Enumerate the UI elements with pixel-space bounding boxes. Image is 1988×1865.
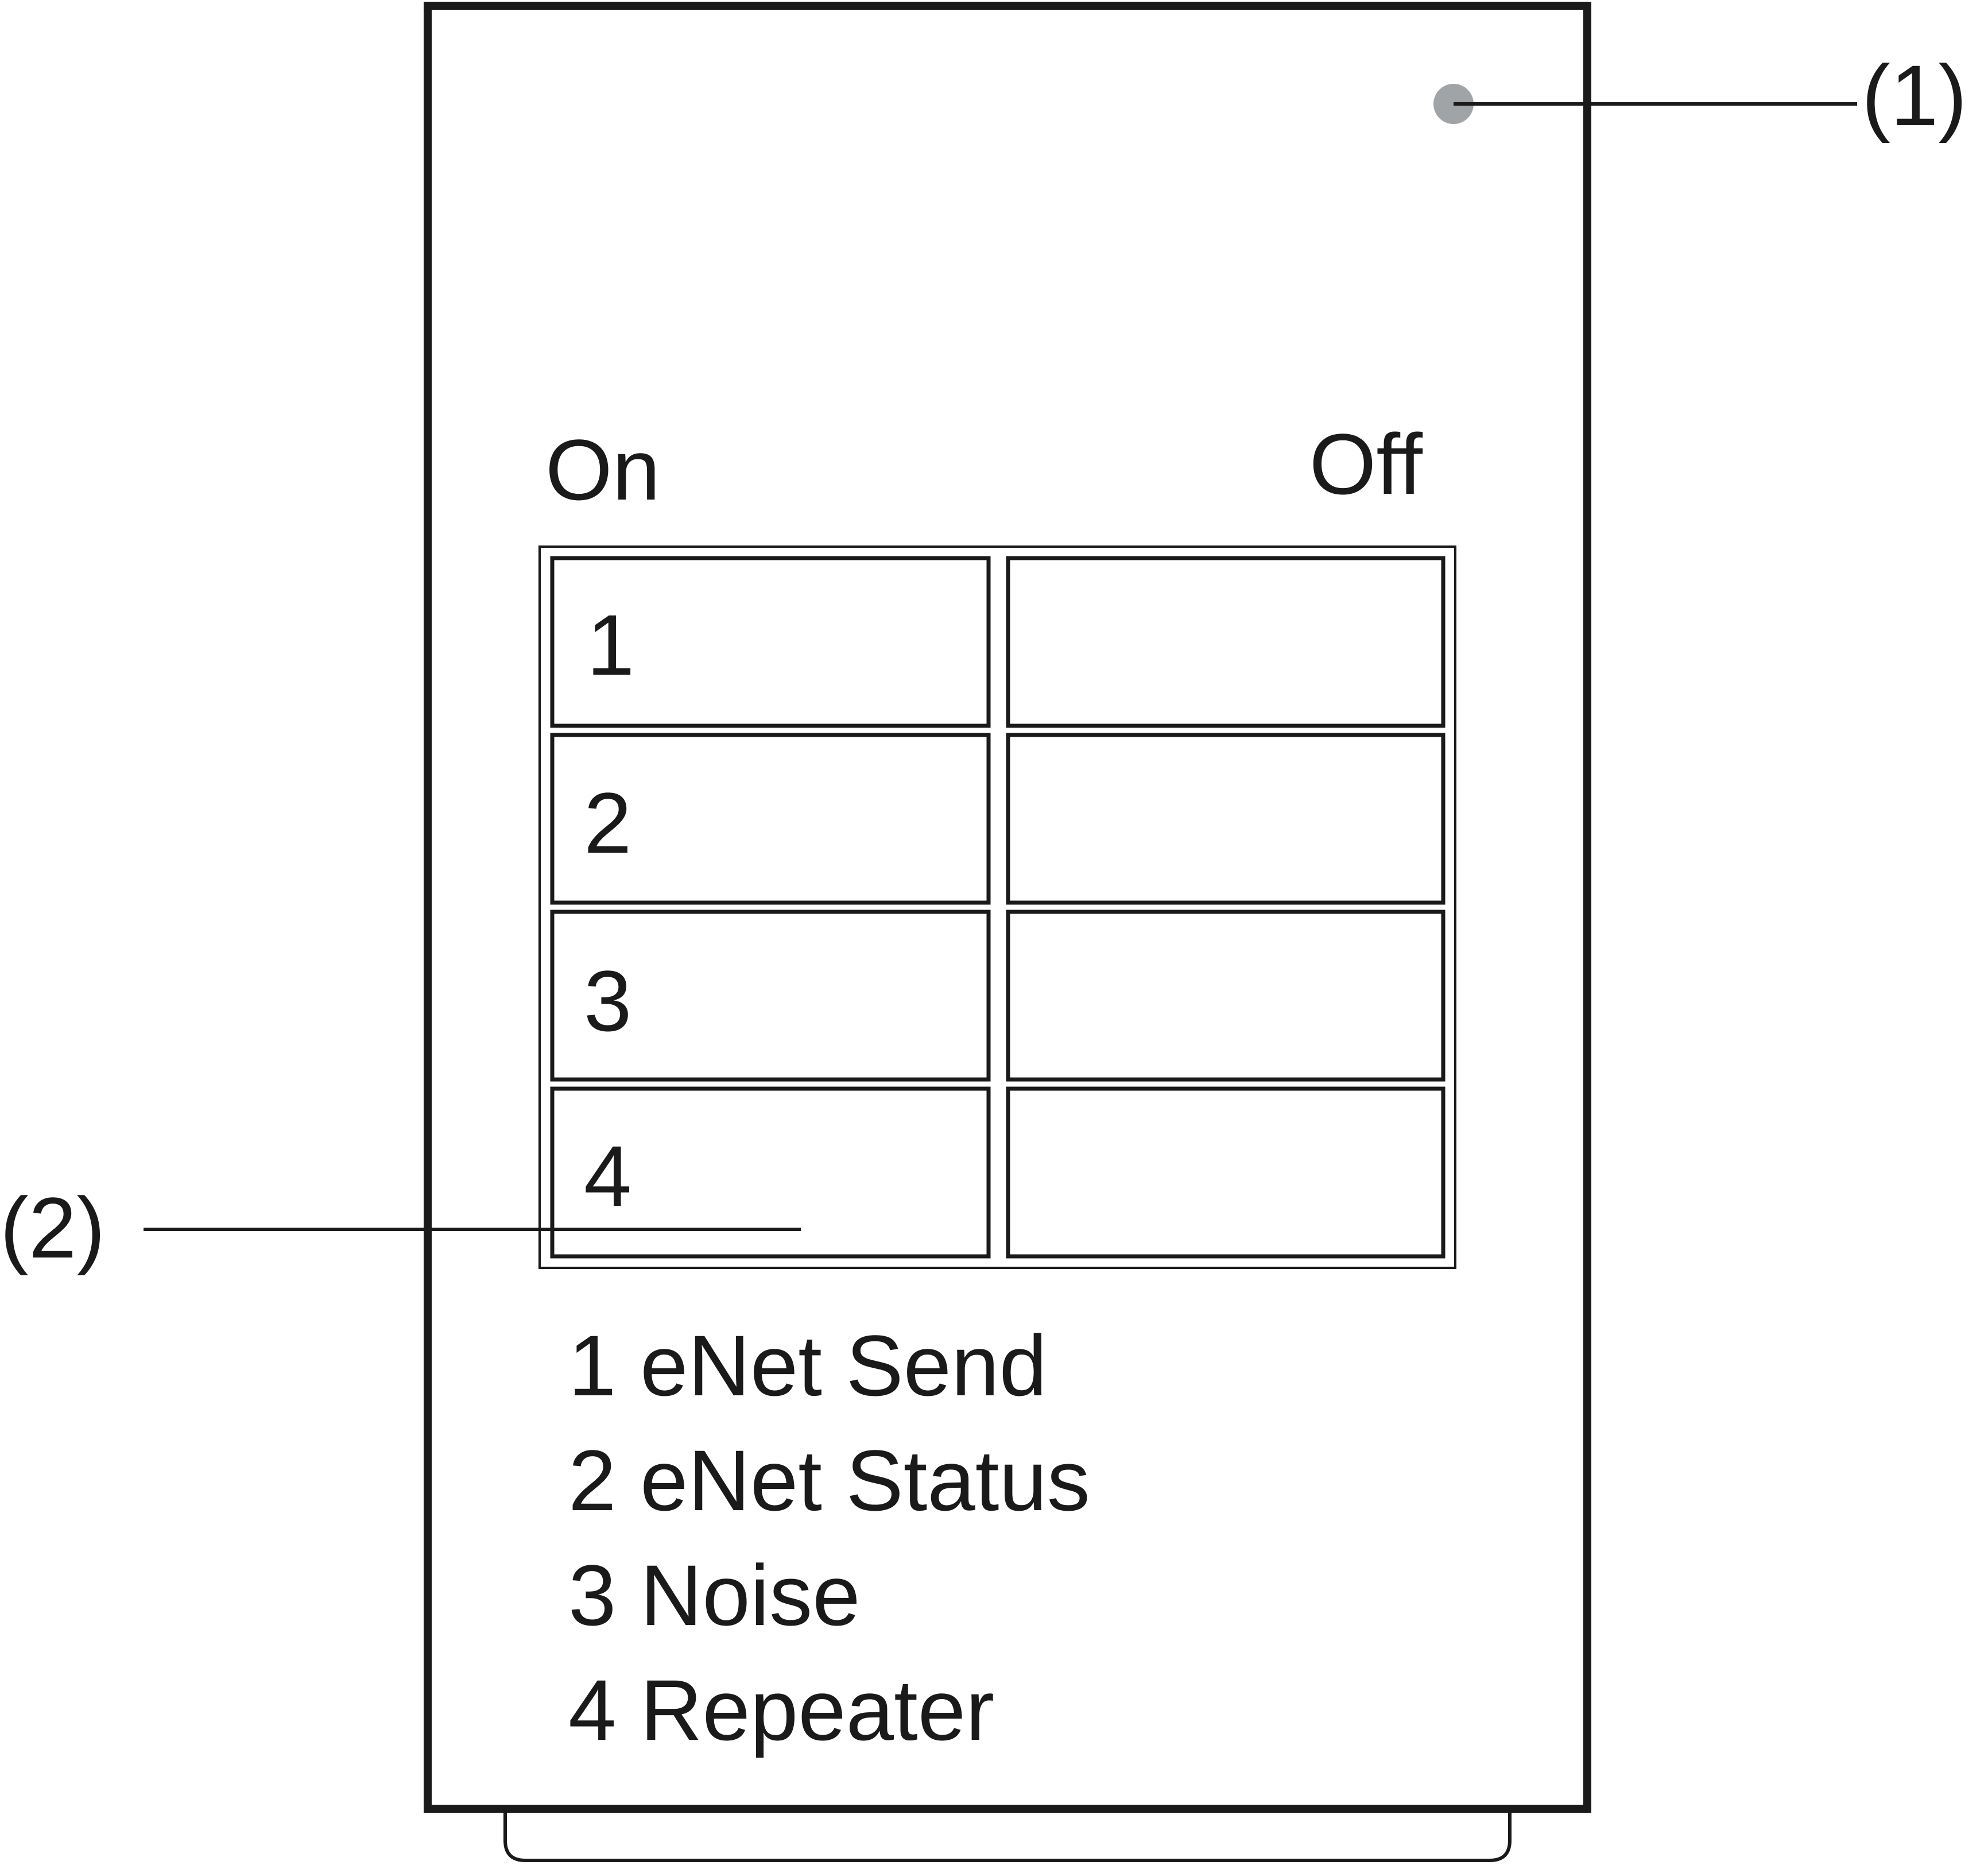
switch-3-off-cell: [1006, 910, 1446, 1082]
on-label: On: [545, 421, 660, 518]
dip-switch-frame: [538, 545, 1456, 1269]
switch-3-on-cell: [550, 910, 991, 1082]
switch-2-off-cell: [1006, 733, 1446, 905]
switch-2-on-cell: [550, 733, 991, 905]
switch-4-number: 4: [584, 1128, 631, 1224]
callout-1-label: (1): [1862, 47, 1967, 144]
switch-4-off-cell: [1006, 1086, 1446, 1259]
switch-3-number: 3: [584, 953, 631, 1049]
legend-item-3: 3 Noise: [568, 1547, 861, 1643]
switch-1-on-cell: [550, 556, 991, 728]
legend-item-1: 1 eNet Send: [568, 1317, 1047, 1414]
device-housing: [424, 2, 1591, 1813]
device-base: [503, 1810, 1512, 1862]
switch-1-off-cell: [1006, 556, 1446, 728]
switch-4-on-cell: [550, 1086, 991, 1259]
switch-1-number: 1: [587, 597, 634, 693]
callout-2-label: (2): [0, 1179, 105, 1276]
legend-item-2: 2 eNet Status: [568, 1432, 1090, 1529]
legend-item-4: 4 Repeater: [568, 1662, 994, 1758]
dip-switch-3[interactable]: 3: [550, 910, 1446, 1082]
dip-switch-1[interactable]: 1: [550, 556, 1446, 728]
dip-switch-2[interactable]: 2: [550, 733, 1446, 905]
switch-2-number: 2: [584, 775, 631, 871]
off-label: Off: [1309, 416, 1423, 512]
dip-switch-4[interactable]: 4: [550, 1086, 1446, 1259]
